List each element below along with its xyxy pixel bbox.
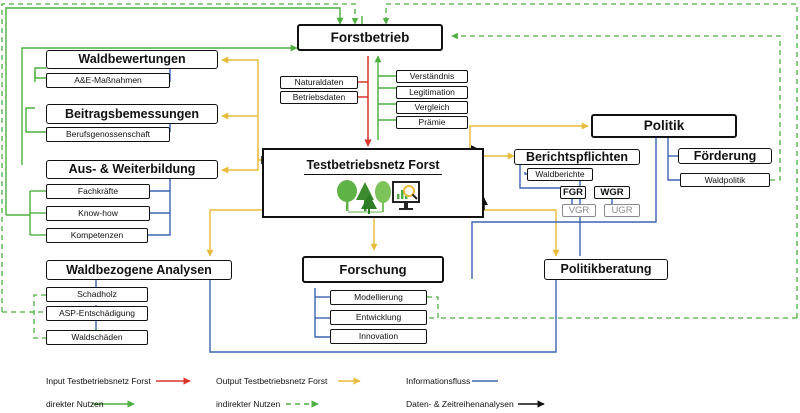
node-legitimation: Legitimation [396,86,468,99]
center-title: Testbetriebsnetz Forst [306,158,440,172]
node-forstbetrieb: Forstbetrieb [297,24,443,51]
node-fachkraefte: Fachkräfte [46,184,150,199]
legend-info-label: Informationsfluss [406,376,471,386]
node-foerderung: Förderung [678,148,772,164]
tree-icon [375,181,391,212]
legend-indirekt-label: indirekter Nutzen [216,399,281,409]
node-naturaldaten: Naturaldaten [280,76,358,89]
node-schadholz: Schadholz [46,287,148,302]
node-waldbezogene-analysen: Waldbezogene Analysen [46,260,232,280]
node-berufsgenossenschaft: Berufsgenossenschaft [46,127,170,142]
node-politikberatung: Politikberatung [544,259,668,280]
center-divider [304,174,442,175]
node-asp-entschaedigung: ASP-Entschädigung [46,306,148,321]
node-beitragsbemessungen: Beitragsbemessungen [46,104,218,124]
node-waldpolitik: Waldpolitik [680,173,770,187]
node-vergleich: Vergleich [396,101,468,114]
node-fgr: FGR [560,186,586,199]
node-betriebsdaten: Betriebsdaten [280,91,358,104]
legend-output-label: Output Testbetriebsnetz Forst [216,376,328,386]
node-ugr: UGR [604,204,640,217]
node-waldschaeden: Waldschäden [46,330,148,345]
legend-input-label: Input Testbetriebsnetz Forst [46,376,151,386]
node-forschung: Forschung [302,256,444,283]
node-entwicklung: Entwicklung [330,310,427,325]
node-kompetenzen: Kompetenzen [46,228,148,243]
node-vgr: VGR [562,204,596,217]
node-wgr: WGR [594,186,630,199]
node-waldberichte: Waldberichte [527,168,593,181]
monitor-chart-icon [392,181,420,210]
node-verstaendnis: Verständnis [396,70,468,83]
node-modellierung: Modellierung [330,290,427,305]
node-waldbewertungen: Waldbewertungen [46,50,218,69]
node-ae-massnahmen: A&E-Maßnahmen [46,73,170,88]
node-know-how: Know-how [46,206,150,221]
node-praemie: Prämie [396,116,468,129]
legend-direkt-label: direkter Nutzen [46,399,104,409]
node-testbetriebsnetz-forst: Testbetriebsnetz Forst [262,148,484,218]
tree-icon [361,194,377,214]
node-innovation: Innovation [330,329,427,344]
node-berichtspflichten: Berichtspflichten [514,149,640,165]
node-politik: Politik [591,114,737,138]
node-aus-weiterbildung: Aus- & Weiterbildung [46,160,218,179]
legend-daten-label: Daten- & Zeitreihenanalysen [406,399,514,409]
